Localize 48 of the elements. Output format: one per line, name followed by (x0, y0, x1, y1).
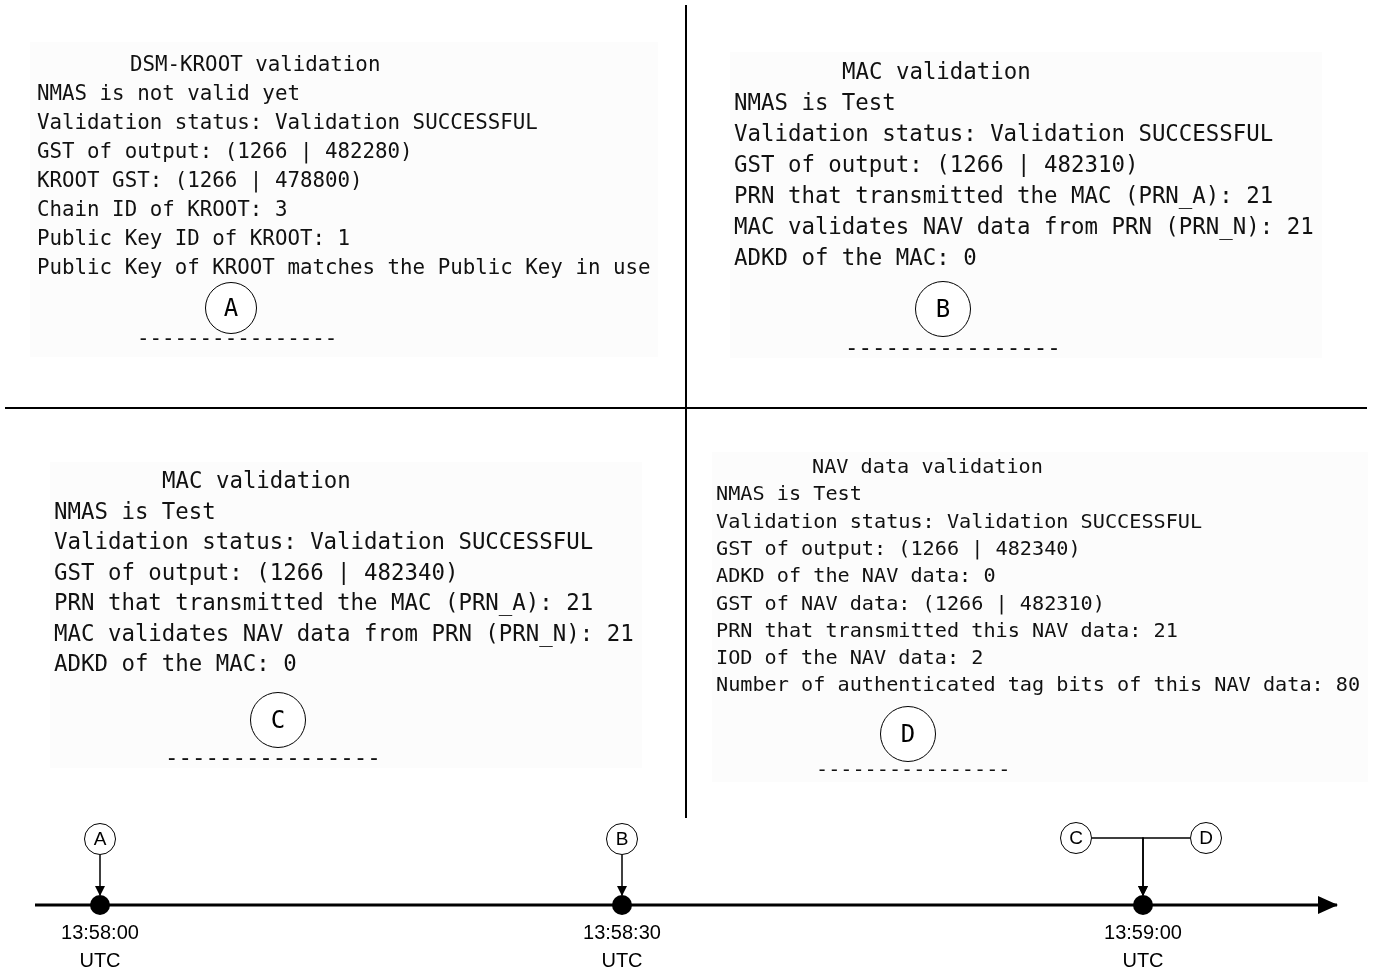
console-line: KROOT GST: (1266 | 478800) (37, 167, 363, 195)
console-line: IOD of the NAV data: 2 (716, 644, 984, 672)
time-label: 13:58:30 UTC (582, 920, 662, 971)
console-line: Public Key ID of KROOT: 1 (37, 225, 351, 252)
arrow (95, 854, 105, 896)
console-line: Public Key of KROOT matches the Public Key in use (37, 254, 651, 281)
console-line: GST of output: (1266 | 482340) (716, 534, 1081, 562)
circle-marker: A (205, 282, 257, 334)
circle-marker: D (1190, 822, 1222, 854)
time-label: 13:58:00 UTC (60, 920, 140, 971)
circle-marker: A (84, 823, 116, 855)
circle-marker: C (250, 692, 306, 748)
console-line: NMAS is Test (734, 88, 896, 117)
arrow (617, 854, 627, 896)
panel-heading: MAC validation (842, 57, 1031, 86)
console-line: GST of output: (1266 | 482340) (54, 557, 459, 587)
console-line: NMAS is Test (54, 496, 216, 526)
console-line: GST of NAV data: (1266 | 482310) (716, 589, 1105, 617)
console-line: PRN that transmitted the MAC (PRN_A): 21 (54, 588, 594, 618)
circle-marker: B (606, 823, 638, 855)
circle-marker: D (880, 706, 936, 762)
console-line: ADKD of the NAV data: 0 (716, 562, 996, 590)
time-label: 13:59:00 UTC (1103, 920, 1183, 971)
console-line: Number of authenticated tag bits of this NAV data: 80 (716, 671, 1361, 699)
console-line: MAC validates NAV data from PRN (PRN_N): 21 (54, 618, 634, 648)
console-line: MAC validates NAV data from PRN (PRN_N): 21 (734, 212, 1314, 242)
circle-marker: C (1060, 822, 1092, 854)
console-line: Validation status: Validation SUCCESSFUL (54, 527, 594, 556)
timeline-dot (612, 895, 632, 915)
console-line: NMAS is Test (716, 480, 862, 508)
console-line: GST of output: (1266 | 482310) (734, 150, 1139, 179)
panel-heading: MAC validation (162, 466, 351, 495)
timeline-dot (1133, 895, 1153, 915)
console-line: PRN that transmitted the MAC (PRN_A): 21 (734, 181, 1274, 211)
console-line: NMAS is not valid yet (37, 80, 300, 107)
console-line: Chain ID of KROOT: 3 (37, 196, 288, 223)
console-line: ADKD of the MAC: 0 (54, 649, 297, 678)
arrow (1138, 837, 1191, 896)
console-line: GST of output: (1266 | 482280) (37, 138, 413, 166)
console-line: Validation status: Validation SUCCESSFUL (716, 507, 1203, 535)
console-line: Validation status: Validation SUCCESSFUL (734, 119, 1274, 148)
panel-heading: DSM-KROOT validation (130, 51, 381, 78)
console-line: Validation status: Validation SUCCESSFUL (37, 109, 538, 136)
circle-marker: B (915, 281, 971, 337)
console-line: ADKD of the MAC: 0 (734, 243, 977, 272)
console-line: PRN that transmitted this NAV data: 21 (716, 616, 1178, 644)
timeline-dot (90, 895, 110, 915)
panel-heading: NAV data validation (812, 453, 1043, 480)
